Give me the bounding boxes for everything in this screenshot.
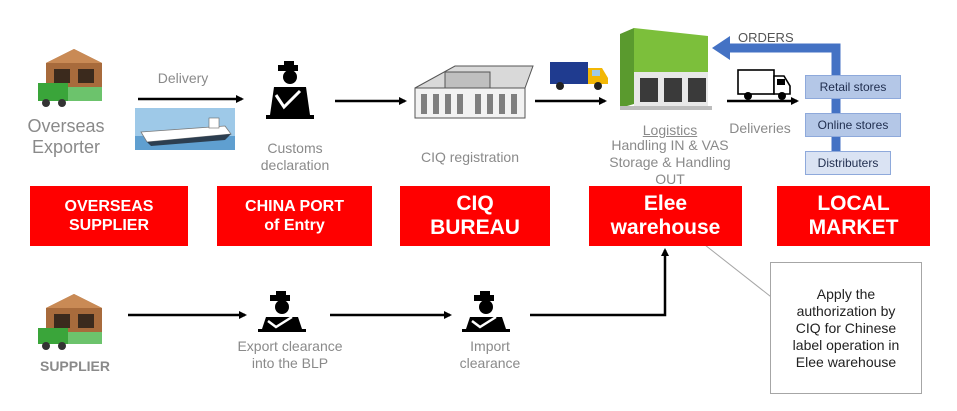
elee-warehouse-box: Elee warehouse [589,186,742,246]
authorization-note: Apply the authorization by CIQ for Chine… [770,262,922,394]
building-icon [414,65,534,119]
logistics-detail-label: Handling IN & VAS Storage & Handling OUT [609,137,731,187]
overseas-supplier-box: OVERSEAS SUPPLIER [30,186,188,246]
export-clearance-label: Export clearance into the BLP [237,338,343,371]
store-distributers: Distributers [805,151,891,175]
import-clearance-label: Import clearance [459,338,521,371]
factory-icon [38,294,102,350]
customs-officer-icon [266,61,314,119]
deliveries-label: Deliveries [729,120,791,136]
delivery-label: Delivery [157,70,209,86]
arrow-import-to-warehouse [530,248,669,317]
customs-officer-icon [462,291,510,332]
ciq-bureau-box: CIQ BUREAU [400,186,550,246]
overseas-exporter-label: Overseas Exporter [27,116,105,157]
store-online: Online stores [805,113,901,137]
warehouse-icon [620,28,712,110]
store-retail: Retail stores [805,75,901,99]
local-market-box: LOCAL MARKET [777,186,930,246]
ciq-registration-label: CIQ registration [420,149,520,165]
customs-declaration-label: Customs declaration [260,140,330,173]
note-leader-line [704,244,776,301]
china-port-box: CHINA PORT of Entry [217,186,372,246]
ship-icon [135,108,235,150]
factory-icon [38,49,102,107]
customs-officer-icon [258,291,306,332]
orders-arrowhead [712,36,730,60]
logistics-label: Logistics [642,122,698,138]
truck-icon [550,62,608,90]
van-icon [737,69,791,100]
orders-arrow [728,43,841,74]
orders-label: ORDERS [738,30,794,45]
supplier-label: SUPPLIER [39,358,110,374]
